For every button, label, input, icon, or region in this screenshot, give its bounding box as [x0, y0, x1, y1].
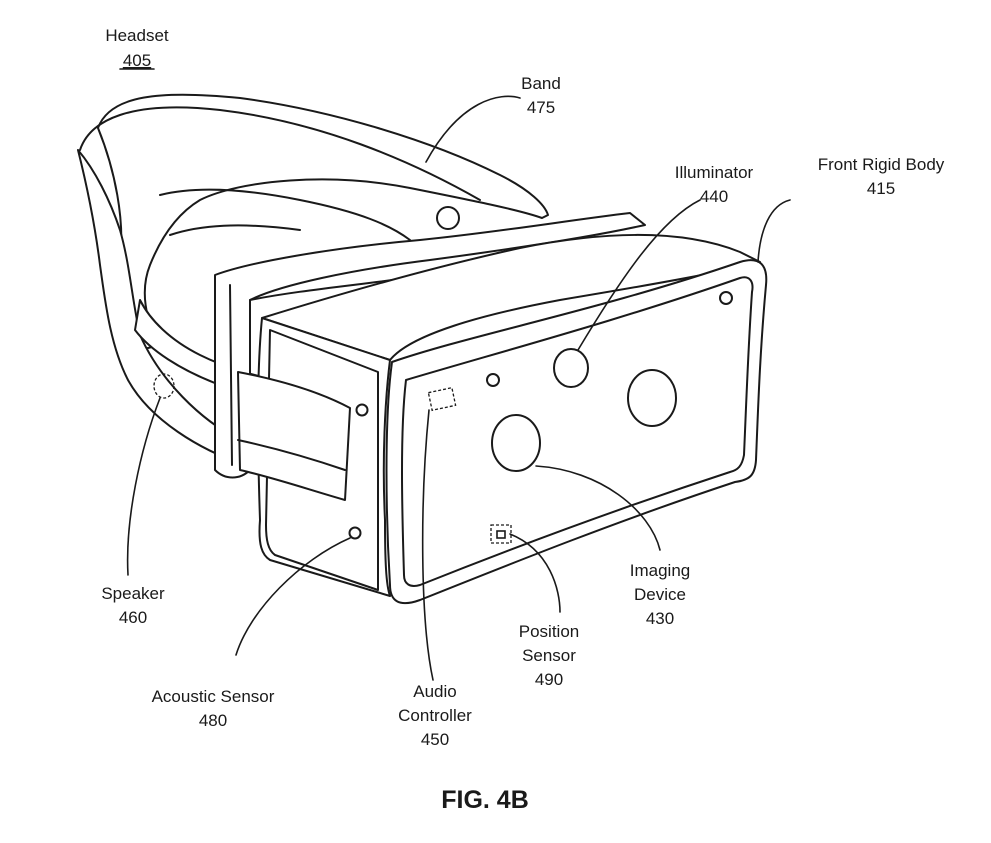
speaker-marker [153, 373, 175, 399]
label-headset: Headset 405 [105, 26, 169, 70]
label-front-rigid-body-num: 415 [867, 179, 895, 198]
position-sensor-box [490, 524, 512, 544]
label-audio-controller-line2: Controller [398, 706, 472, 725]
label-imaging-device-num: 430 [646, 609, 674, 628]
label-speaker-name: Speaker [101, 584, 165, 603]
figure-caption: FIG. 4B [441, 786, 529, 814]
label-position-sensor: Position Sensor 490 [519, 622, 579, 689]
illuminator-lens [553, 348, 589, 388]
label-illuminator: Illuminator 440 [675, 163, 754, 206]
strap-buckle [237, 371, 351, 501]
label-imaging-device: Imaging Device 430 [630, 561, 690, 628]
position-sensor-chip [496, 530, 506, 539]
label-acoustic-sensor-name: Acoustic Sensor [152, 687, 275, 706]
screws [348, 206, 733, 540]
label-imaging-device-line1: Imaging [630, 561, 690, 580]
camera-lens-right [627, 369, 677, 427]
label-headset-name: Headset [105, 26, 169, 45]
label-audio-controller: Audio Controller 450 [398, 682, 472, 749]
label-front-rigid-body: Front Rigid Body 415 [818, 155, 945, 198]
label-audio-controller-line1: Audio [413, 682, 456, 701]
label-acoustic-sensor: Acoustic Sensor 480 [152, 687, 275, 730]
label-audio-controller-num: 450 [421, 730, 449, 749]
label-band-name: Band [521, 74, 561, 93]
leader-lines [126, 95, 791, 681]
label-position-sensor-line1: Position [519, 622, 579, 641]
label-front-rigid-body-name: Front Rigid Body [818, 155, 945, 174]
label-acoustic-sensor-num: 480 [199, 711, 227, 730]
label-headset-num: 405 [123, 51, 151, 70]
label-speaker-num: 460 [119, 608, 147, 627]
label-position-sensor-line2: Sensor [522, 646, 576, 665]
label-speaker: Speaker 460 [101, 584, 165, 627]
audio-controller-box [427, 386, 457, 412]
label-position-sensor-num: 490 [535, 670, 563, 689]
imaging-device-lens [491, 414, 541, 472]
label-band-num: 475 [527, 98, 555, 117]
label-band: Band 475 [521, 74, 561, 117]
label-illuminator-num: 440 [700, 187, 728, 206]
label-illuminator-name: Illuminator [675, 163, 754, 182]
label-imaging-device-line2: Device [634, 585, 686, 604]
